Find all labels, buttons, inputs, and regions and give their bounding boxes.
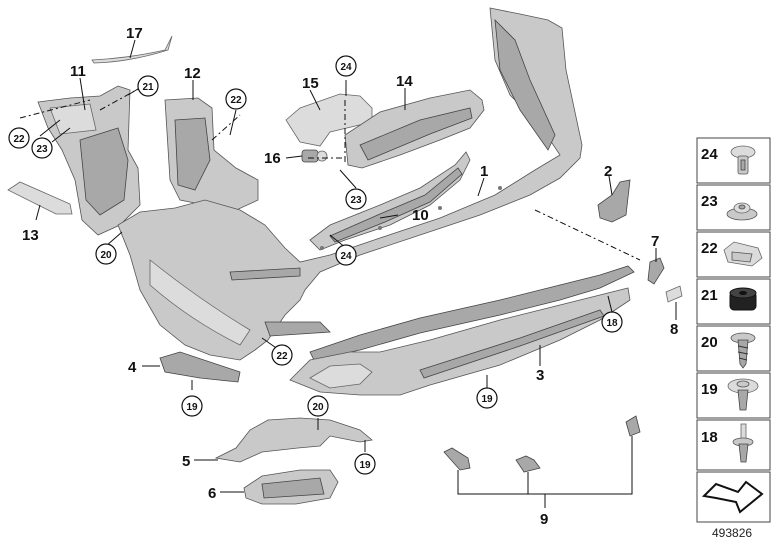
callout-7: 7 <box>651 233 659 250</box>
legend-number-20: 20 <box>701 334 718 351</box>
circled-callout-22b: 22 <box>8 127 30 149</box>
legend-number-23: 23 <box>701 193 718 210</box>
legend-number-19: 19 <box>701 381 718 398</box>
tailpipe-bracket-5[interactable] <box>214 417 373 463</box>
reference-number: 493826 <box>712 526 752 540</box>
circled-callout-24b: 24 <box>335 244 357 266</box>
side-bracket-2[interactable] <box>597 179 631 223</box>
callout-16: 16 <box>264 150 281 167</box>
fastener-legend: 24 23 22 21 20 19 18 <box>696 137 771 523</box>
callout-3: 3 <box>536 367 544 384</box>
bracket-9a[interactable] <box>443 447 471 471</box>
energy-absorber-10[interactable] <box>309 151 471 251</box>
absorber-carrier-14[interactable] <box>344 89 485 169</box>
svg-text:23: 23 <box>36 144 48 155</box>
legend-number-21: 21 <box>701 287 718 304</box>
callout-5: 5 <box>182 453 190 470</box>
legend-number-18: 18 <box>701 429 718 446</box>
diffuser-trim-3[interactable] <box>289 287 631 396</box>
circled-callout-21: 21 <box>137 75 159 97</box>
svg-text:22: 22 <box>230 95 242 106</box>
clip-8[interactable] <box>665 285 683 303</box>
view-direction-arrow-icon <box>701 480 764 514</box>
callout-4: 4 <box>128 359 137 376</box>
bracket-9b[interactable] <box>515 455 541 473</box>
bracket-9c[interactable] <box>625 415 641 437</box>
svg-text:19: 19 <box>481 394 493 405</box>
svg-text:18: 18 <box>606 318 618 329</box>
svg-text:19: 19 <box>359 460 371 471</box>
mounting-strip-4[interactable] <box>159 351 241 383</box>
svg-text:24: 24 <box>340 251 352 262</box>
spring-clip-icon <box>723 241 763 267</box>
circled-callout-23b: 23 <box>345 188 367 210</box>
svg-text:20: 20 <box>100 250 112 261</box>
strip-18[interactable] <box>309 265 635 361</box>
clip-7[interactable] <box>647 257 665 285</box>
bumper-panel-1[interactable] <box>117 7 583 361</box>
svg-text:24: 24 <box>340 62 352 73</box>
callout-15: 15 <box>302 75 319 92</box>
bracket-right-12[interactable] <box>164 97 259 213</box>
circled-callout-20a: 20 <box>95 243 117 265</box>
svg-text:22: 22 <box>13 134 25 145</box>
svg-text:22: 22 <box>276 351 288 362</box>
sensor-16[interactable] <box>301 149 328 163</box>
cover-panel-15[interactable] <box>285 93 373 147</box>
callout-17: 17 <box>126 25 143 42</box>
circled-callout-22a: 22 <box>225 88 247 110</box>
rubber-buffer-icon <box>729 287 757 311</box>
circled-callout-19c: 19 <box>354 453 376 475</box>
callout-9: 9 <box>540 511 548 528</box>
callout-8: 8 <box>670 321 678 338</box>
legend-number-24: 24 <box>701 146 718 163</box>
svg-text:23: 23 <box>350 195 362 206</box>
circled-callout-23a: 23 <box>31 137 53 159</box>
bracket-left-11[interactable] <box>37 85 141 236</box>
circled-callout-19a: 19 <box>476 387 498 409</box>
legend-number-22: 22 <box>701 240 718 257</box>
expanding-rivet-icon <box>727 378 759 411</box>
callout-12: 12 <box>184 65 201 82</box>
svg-text:21: 21 <box>142 82 154 93</box>
clip-rivet-icon <box>732 423 754 463</box>
callout-2: 2 <box>604 163 612 180</box>
callout-6: 6 <box>208 485 216 502</box>
screw-icon <box>730 332 756 369</box>
callout-10: 10 <box>412 207 429 224</box>
svg-text:20: 20 <box>312 402 324 413</box>
callout-14: 14 <box>396 73 413 90</box>
reflector-13[interactable] <box>7 181 73 215</box>
callout-13: 13 <box>22 227 39 244</box>
circled-callout-20b: 20 <box>307 395 329 417</box>
push-rivet-icon <box>730 145 756 175</box>
callout-11: 11 <box>70 63 86 80</box>
circled-callout-18: 18 <box>601 311 623 333</box>
callout-1: 1 <box>480 163 488 180</box>
tailpipe-trim-6[interactable] <box>243 469 339 505</box>
svg-text:19: 19 <box>186 402 198 413</box>
hex-nut-icon <box>726 202 758 221</box>
trim-strip-17[interactable] <box>91 35 173 64</box>
circled-callout-24a: 24 <box>335 55 357 77</box>
circled-callout-19b: 19 <box>181 395 203 417</box>
circled-callout-22c: 22 <box>271 344 293 366</box>
